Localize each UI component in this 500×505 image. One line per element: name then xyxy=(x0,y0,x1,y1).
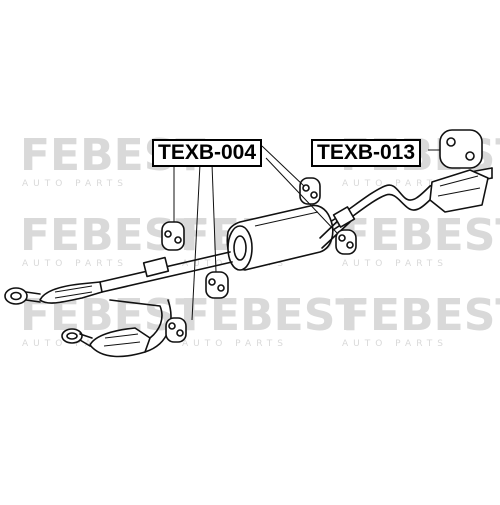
watermark-tagline: AUTO PARTS xyxy=(22,259,128,269)
watermark-7: FEBEST AUTO PARTS xyxy=(340,290,500,349)
watermark-tagline: AUTO PARTS xyxy=(22,179,128,189)
hanger-texb004-d xyxy=(299,177,321,205)
hanger-texb004-b xyxy=(205,271,229,299)
leader-line xyxy=(211,163,217,273)
leader-lines xyxy=(173,145,440,321)
watermark-tagline: AUTO PARTS xyxy=(182,339,288,349)
front-converter-lower xyxy=(61,299,172,358)
rear-muffler xyxy=(429,169,489,213)
watermark-5: FEBEST AUTO PARTS xyxy=(180,290,365,349)
watermark-6: FEBEST AUTO PARTS xyxy=(340,210,500,269)
rear-pipe xyxy=(329,167,493,231)
watermark-brand: FEBEST xyxy=(340,210,500,261)
watermark-brand: FEBEST xyxy=(180,290,365,341)
hanger-texb004-c xyxy=(165,317,187,343)
pipe-flange xyxy=(332,206,356,228)
watermark-tagline: AUTO PARTS xyxy=(342,179,448,189)
hanger-texb013 xyxy=(439,129,483,169)
pipe-flange xyxy=(142,256,170,278)
leader-line xyxy=(261,145,305,187)
intermediate-pipe xyxy=(99,206,356,293)
leader-line xyxy=(265,157,339,235)
hanger-texb004-e xyxy=(335,229,357,255)
center-muffler xyxy=(226,204,334,271)
front-converter-upper xyxy=(4,281,103,305)
part-label-texb-004: TEXB-004 xyxy=(152,139,263,167)
leader-line xyxy=(191,163,201,321)
part-label-texb-013: TEXB-013 xyxy=(311,139,422,167)
watermark-tagline: AUTO PARTS xyxy=(22,339,128,349)
watermark-tagline: AUTO PARTS xyxy=(342,339,448,349)
watermark-tagline: AUTO PARTS xyxy=(342,259,448,269)
hanger-texb004-a xyxy=(161,221,185,251)
watermark-brand: FEBEST xyxy=(340,290,500,341)
